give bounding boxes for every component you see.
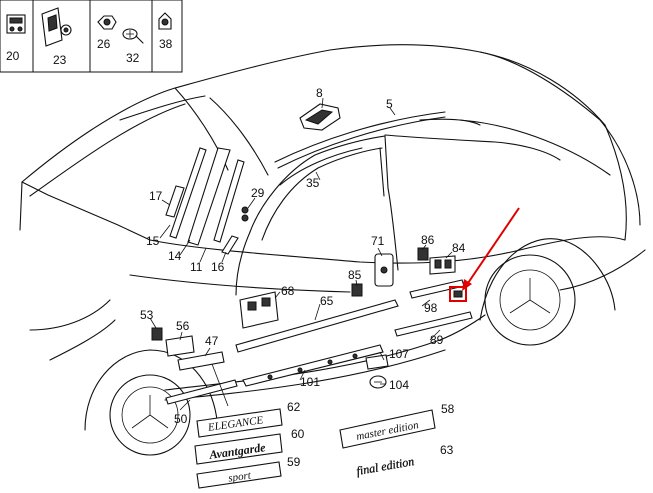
callout-number: 62 [287,400,301,414]
leader-lines [149,97,453,411]
callout-number: 35 [306,176,320,190]
part-68-bracket [239,291,279,329]
callout-number: 11 [190,260,203,274]
callout-number: 107 [389,347,409,361]
part-86-clip [417,247,429,261]
badge-avantgarde: Avantgarde 60 [194,427,305,465]
part-5-roof-molding [274,111,446,169]
callout-number: 71 [371,234,385,248]
callout-number: 56 [176,319,190,333]
part-56-bracket [165,335,195,357]
nut-icon [97,15,117,30]
car-body-outline [19,44,646,401]
callout-number: 104 [389,378,409,392]
callout-number: 16 [211,260,225,274]
badge-master-edition: master edition 58 [339,402,455,449]
part-104-screw [369,375,387,389]
badge-text: final edition [355,454,415,478]
callout-number: 58 [441,402,455,416]
part-107-clip [365,354,389,370]
callout-number: 15 [146,234,160,248]
part-89-rocker-strip [394,311,473,337]
callout-number: 89 [430,333,444,347]
header-part-number: 20 [6,49,20,63]
callout-number: 86 [421,233,435,247]
part-47-trim [177,351,225,371]
part-65-door-molding [235,299,399,353]
callout-number: 63 [440,443,454,457]
part-14-pillar-trim [169,147,245,246]
highlight-marker [449,207,520,302]
callout-number: 101 [300,375,320,389]
callout-number: 14 [168,249,182,263]
callout-number: 5 [386,97,393,111]
callout-number: 84 [452,241,466,255]
clip-assembly-icon [6,14,26,34]
header-part-number: 23 [53,53,67,67]
callout-number: 29 [251,186,265,200]
front-wheel [29,299,219,456]
part-101-sill-molding [242,344,384,387]
part-17-trim-piece [165,185,185,218]
part-84-bracket [429,255,456,275]
callout-number: 60 [291,427,305,441]
badge-text: sport [228,469,253,484]
callout-number: 65 [320,294,334,308]
part-53-clip [151,327,163,341]
part-29-clips [221,206,249,255]
callout-number: 8 [316,86,323,100]
callout-number: 17 [149,189,163,203]
rear-wheel [479,238,616,346]
callout-number: 53 [140,308,154,322]
highlight-box [449,286,467,302]
header-parts-box: 20 23 26 32 38 [0,0,183,73]
header-part-number: 26 [97,37,111,51]
callout-number: 50 [174,412,188,426]
callout-numbers: 8 5 35 17 29 15 14 11 16 71 86 84 85 68 … [140,86,466,426]
badge-sport: sport 59 [196,455,301,489]
badge-final-edition: final edition 63 [355,443,453,478]
part-50-trim [165,379,238,405]
push-nut-icon [158,12,172,30]
badge-elegance: ELEGANCE 62 [196,400,301,438]
retainer-clip-icon [41,7,72,47]
callout-number: 59 [287,455,301,469]
screw-icon [122,28,144,44]
part-8-clip [299,103,341,131]
callout-number: 47 [205,334,219,348]
header-part-number: 38 [159,37,173,51]
header-part-number: 32 [126,51,140,65]
part-71-door-handle [374,253,394,287]
callout-number: 98 [424,301,438,315]
callout-number: 68 [281,284,295,298]
part-35-window-seal [279,147,363,186]
callout-number: 85 [348,268,362,282]
